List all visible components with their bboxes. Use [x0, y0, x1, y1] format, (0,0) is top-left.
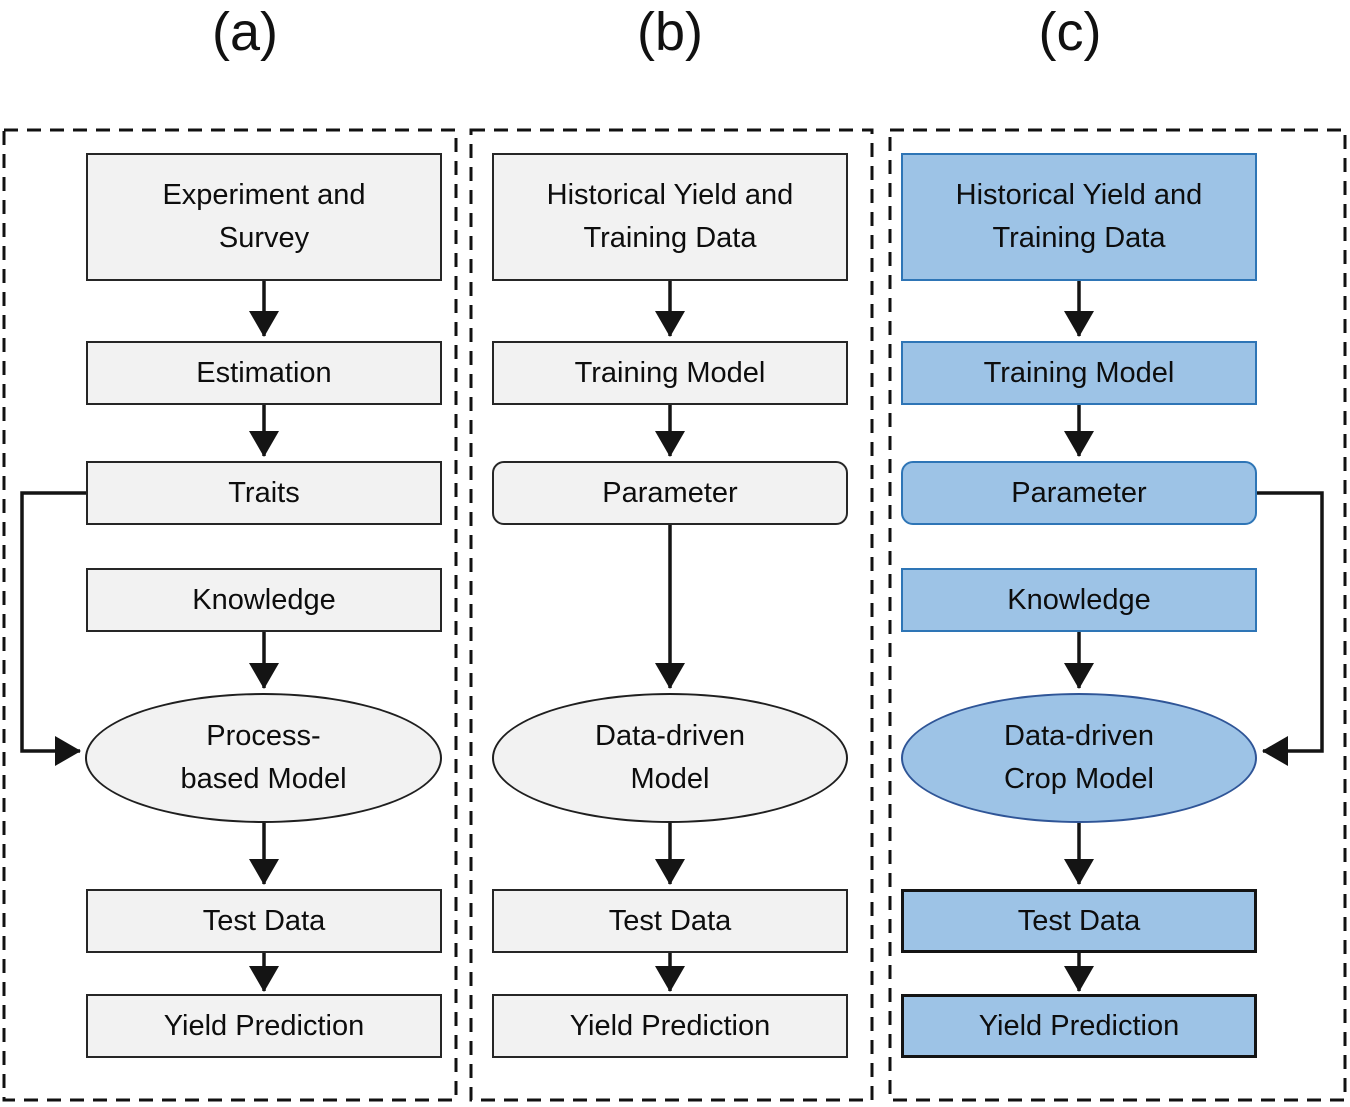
node-a-estimation: Estimation [86, 341, 442, 405]
node-b-historical-yield-training-data: Historical Yield and Training Data [492, 153, 848, 281]
node-b-yield-prediction: Yield Prediction [492, 994, 848, 1058]
node-b-data-driven-model: Data-driven Model [492, 693, 848, 823]
node-c-training-model: Training Model [901, 341, 1257, 405]
node-b-training-model: Training Model [492, 341, 848, 405]
node-a-traits: Traits [86, 461, 442, 525]
node-c-data-driven-crop-model: Data-driven Crop Model [901, 693, 1257, 823]
node-b-test-data: Test Data [492, 889, 848, 953]
node-c-knowledge: Knowledge [901, 568, 1257, 632]
node-a-test-data: Test Data [86, 889, 442, 953]
node-a-yield-prediction: Yield Prediction [86, 994, 442, 1058]
panel-a-dashed-frame [2, 128, 458, 1102]
node-c-historical-yield-training-data: Historical Yield and Training Data [901, 153, 1257, 281]
arrow-a-traits-bypass-to-model [20, 491, 86, 766]
node-a-knowledge: Knowledge [86, 568, 442, 632]
panel-b-dashed-frame [469, 128, 874, 1102]
node-a-process-based-model: Process- based Model [85, 693, 442, 823]
node-a-experiment-survey: Experiment and Survey [86, 153, 442, 281]
node-b-parameter: Parameter [492, 461, 848, 525]
panel-c-title: (c) [1038, 2, 1102, 62]
node-c-yield-prediction: Yield Prediction [901, 994, 1257, 1058]
node-c-test-data: Test Data [901, 889, 1257, 953]
panel-a-title: (a) [212, 2, 278, 62]
arrow-c-parameter-bypass-to-model [1257, 491, 1324, 766]
panel-b-title: (b) [637, 2, 703, 62]
node-c-parameter: Parameter [901, 461, 1257, 525]
